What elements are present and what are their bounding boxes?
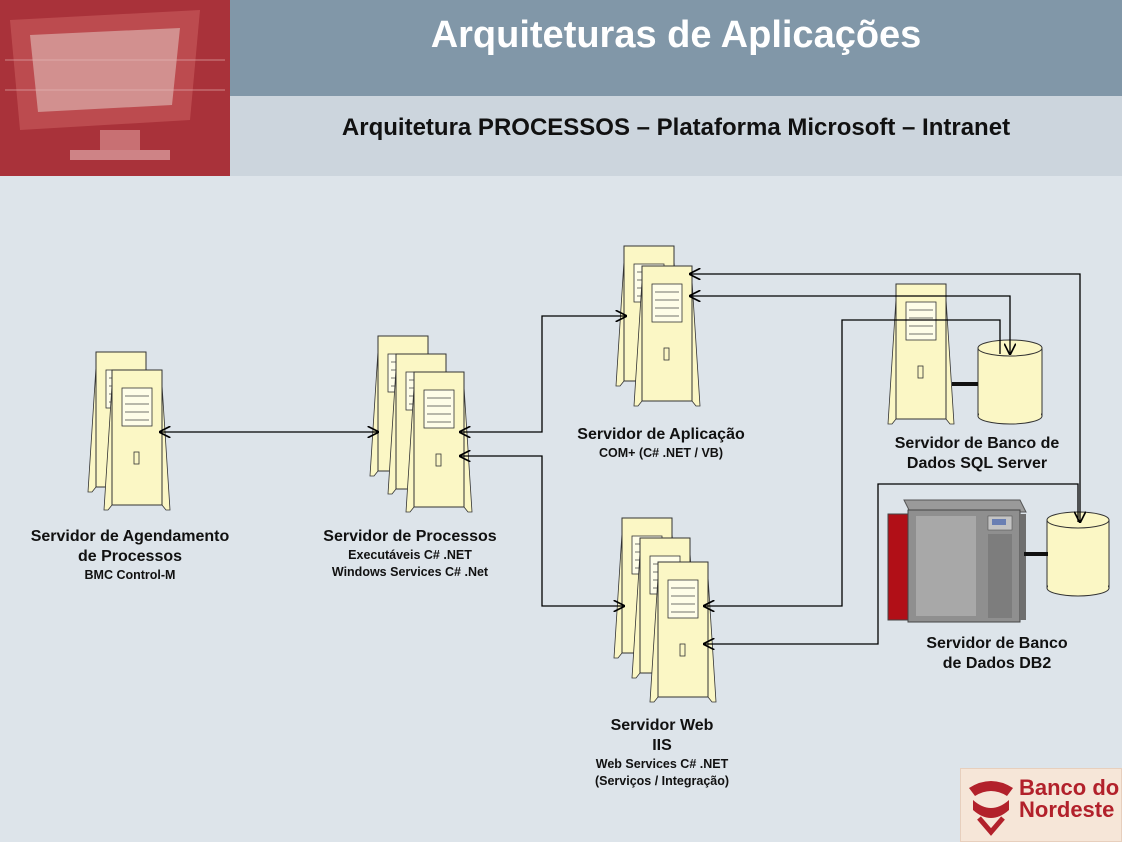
bank-name-line2: Nordeste: [1019, 797, 1115, 822]
link-web-db2: [704, 483, 1079, 644]
processos-detail-2: Windows Services C# .Net: [331, 565, 489, 579]
aplicacao-title: Servidor de Aplicação: [577, 426, 745, 443]
aplicacao-detail: COM+ (C# .NET / VB): [599, 446, 723, 460]
connectors: [160, 274, 1080, 644]
processos-server-icon: [369, 335, 473, 513]
web-server-icon: [613, 517, 717, 703]
link-aplicacao-db2: [690, 274, 1080, 522]
link-processos-aplicacao: [460, 316, 626, 432]
header-band: [230, 0, 1122, 96]
sqlserver-title: Servidor de Banco de: [894, 435, 1060, 452]
aplicacao-server-icon: [615, 245, 701, 407]
db2-label: Servidor de Banco de Dados DB2: [888, 634, 1106, 674]
db2-title: Servidor de Banco: [926, 635, 1068, 652]
web-title-2: IIS: [652, 737, 672, 754]
link-aplicacao-sql: [690, 296, 1010, 354]
agendamento-detail: BMC Control-M: [84, 568, 176, 582]
bank-name-line1: Banco do: [1019, 775, 1120, 800]
sqlserver-server-icon: [887, 283, 955, 425]
slide-title: Arquiteturas de Aplicações: [430, 14, 922, 56]
agendamento-server-icon: [87, 351, 171, 511]
slide-subtitle: Arquitetura PROCESSOS – Plataforma Micro…: [341, 114, 1011, 141]
processos-label: Servidor de Processos Executáveis C# .NE…: [298, 527, 522, 581]
web-title: Servidor Web: [610, 717, 714, 734]
sqlserver-label: Servidor de Banco de Dados SQL Server: [868, 434, 1086, 474]
web-detail-1: Web Services C# .NET: [595, 757, 729, 771]
monitor-icon: [0, 0, 230, 176]
link-web-sql: [704, 319, 1001, 606]
link-processos-web: [460, 456, 624, 606]
subtitle-band: [230, 96, 1122, 176]
agendamento-title: Servidor de Agendamento: [30, 528, 230, 545]
db2-title-2: de Dados DB2: [942, 655, 1052, 672]
bank-name: Banco do Nordeste: [1019, 777, 1119, 821]
aplicacao-label: Servidor de Aplicação COM+ (C# .NET / VB…: [548, 425, 774, 462]
bank-logo: Banco do Nordeste: [960, 768, 1122, 842]
agendamento-title-2: de Processos: [77, 548, 183, 565]
processos-title: Servidor de Processos: [323, 528, 497, 545]
agendamento-label: Servidor de Agendamento de Processos BMC…: [0, 527, 260, 584]
monitor-graphic: [0, 0, 230, 176]
db2-mainframe-icon: [887, 499, 1027, 623]
web-label: Servidor Web IIS Web Services C# .NET (S…: [552, 716, 772, 790]
sqlserver-title-2: Dados SQL Server: [906, 455, 1048, 472]
processos-detail-1: Executáveis C# .NET: [348, 548, 472, 562]
web-detail-2: (Serviços / Integração): [594, 774, 730, 788]
bank-emblem-icon: [969, 781, 1013, 836]
db2-database-icon: [1024, 511, 1110, 597]
sql-database-icon: [952, 339, 1043, 425]
